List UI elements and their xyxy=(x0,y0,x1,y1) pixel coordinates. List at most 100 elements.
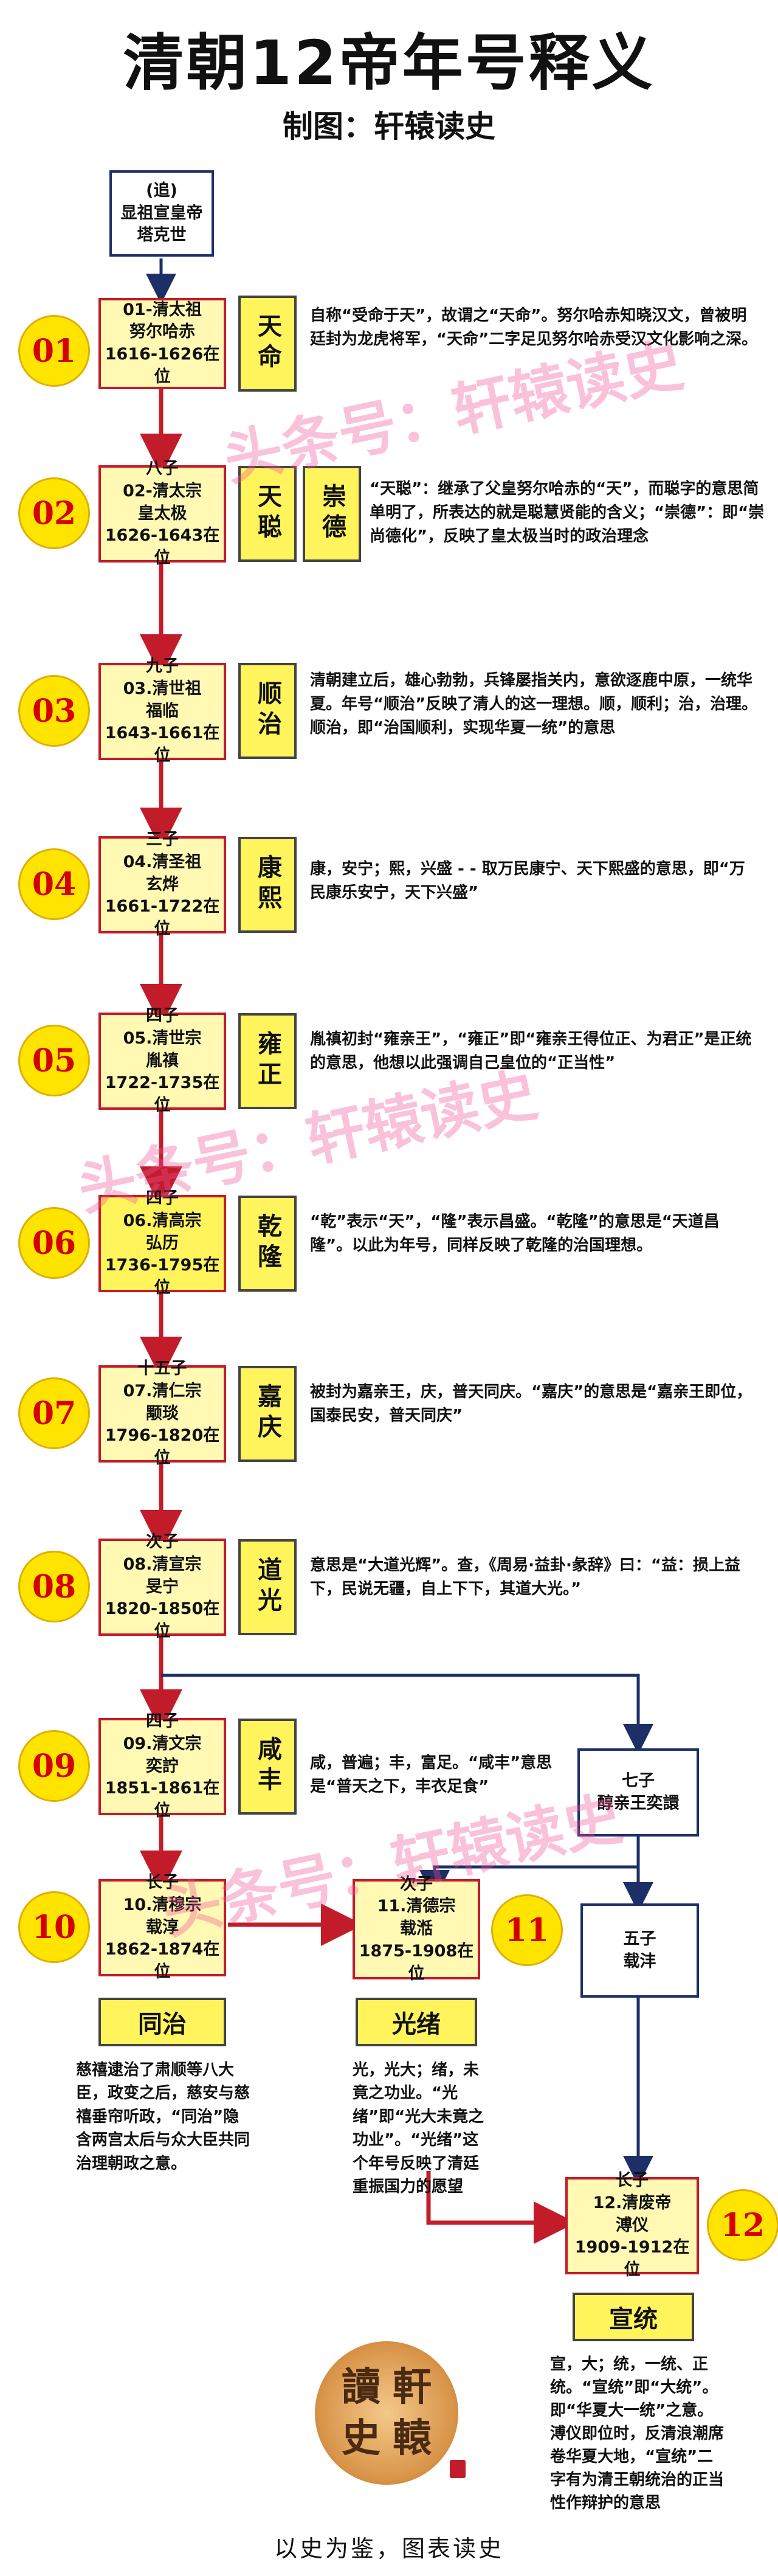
emperor-02-line: 1626-1643在位 xyxy=(105,526,220,568)
emperor-box-05: 四子 05.清世宗 胤禛 1722-1735在位 xyxy=(98,1006,226,1115)
badge-02: 02 xyxy=(18,477,90,549)
era-desc-03: 清朝建立后，雄心勃勃，兵锋屡指关内，意欲逐鹿中原，一统华夏。年号“顺治”反映了清… xyxy=(310,671,758,737)
emperor-01-line: 努尔哈赤 xyxy=(129,322,195,342)
emperor-04-line: 三子 xyxy=(146,830,179,850)
era-name-05: 雍正 xyxy=(238,1013,297,1109)
emperor-11-line: 1875-1908在位 xyxy=(359,1941,474,1983)
era-name-02b: 崇德 xyxy=(303,466,361,562)
era-name-03: 顺治 xyxy=(238,663,297,759)
emperor-05-line: 四子 xyxy=(146,1006,179,1026)
ancestor-line2: 显祖宣皇帝 xyxy=(120,203,203,223)
emperor-10-line: 载淳 xyxy=(146,1917,179,1937)
seal-char: 轅 xyxy=(393,2415,432,2461)
emperor-03-line: 福临 xyxy=(146,701,179,721)
era-desc-04: 康，安宁；熙，兴盛 - - 取万民康宁、天下熙盛的意思，即“万民康乐安宁，天下兴… xyxy=(310,860,745,902)
emperor-03-line: 03.清世祖 xyxy=(123,679,202,698)
prince-chun-box: 七子 醇亲王奕譞 xyxy=(577,1748,699,1837)
emperor-box-08: 次子 08.清宣宗 旻宁 1820-1850在位 xyxy=(98,1532,226,1641)
emperor-02-line: 皇太极 xyxy=(137,504,187,523)
ancestor-line3: 塔克世 xyxy=(137,226,187,245)
emperor-06-line: 弘历 xyxy=(146,1233,179,1253)
emperor-12-line: 12.清废帝 xyxy=(593,2193,672,2212)
link-08-prince-chun xyxy=(161,1674,653,1754)
badge-09: 09 xyxy=(18,1730,90,1802)
emperor-box-07: 十五子 07.清仁宗 颙琰 1796-1820在位 xyxy=(98,1359,226,1467)
era-name-07: 嘉庆 xyxy=(238,1366,297,1462)
badge-07: 07 xyxy=(18,1377,90,1449)
emperor-08-line: 1820-1850在位 xyxy=(105,1599,220,1641)
emperor-03-line: 1643-1661在位 xyxy=(105,724,220,766)
emperor-05-line: 1722-1735在位 xyxy=(105,1073,220,1115)
era-desc-12: 宣，大；统，一统、正统。“宣统”即“大统”。即“华夏大一统”之意。溥仪即位时，反… xyxy=(550,2355,725,2512)
emperor-12-line: 1909-1912在位 xyxy=(574,2238,690,2280)
emperor-09-line: 四子 xyxy=(146,1712,179,1731)
emperor-09-line: 1851-1861在位 xyxy=(105,1779,220,1821)
ancestor-box: (追) 显祖宣皇帝 塔克世 xyxy=(109,170,214,257)
emperor-10-line: 长子 xyxy=(146,1873,179,1892)
emperor-06-line: 四子 xyxy=(146,1189,179,1208)
emperor-box-01: 01-清太祖 努尔哈赤 1616-1626在位 xyxy=(98,298,226,389)
era-desc-06: “乾”表示“天”，“隆”表示昌盛。“乾隆”的意思是“天道昌隆”。以此为年号，同样… xyxy=(310,1213,720,1255)
era-desc-09: 咸，普遍；丰，富足。“咸丰”意思是“普天之下，丰衣足食” xyxy=(310,1754,553,1796)
emperor-box-06: 四子 06.清高宗 弘历 1736-1795在位 xyxy=(98,1189,226,1297)
era-name-01: 天命 xyxy=(238,296,297,392)
zaifeng-line: 五子 xyxy=(623,1929,656,1948)
emperor-07-line: 十五子 xyxy=(137,1359,187,1379)
emperor-05-line: 胤禛 xyxy=(146,1051,179,1070)
emperor-09-line: 09.清文宗 xyxy=(123,1734,202,1753)
badge-12: 12 xyxy=(707,2189,778,2261)
emperor-05-line: 05.清世宗 xyxy=(123,1028,202,1048)
emperor-11-line: 11.清德宗 xyxy=(377,1897,456,1916)
emperor-box-10: 长子 10.清穆宗 载淳 1862-1874在位 xyxy=(98,1873,226,1981)
era-name-10: 同治 xyxy=(98,1998,226,2046)
emperor-07-line: 07.清仁宗 xyxy=(123,1381,202,1401)
emperor-02-line: 02-清太宗 xyxy=(123,481,202,500)
seal-char: 史 xyxy=(342,2415,380,2461)
era-name-11: 光绪 xyxy=(356,1998,477,2046)
emperor-08-line: 旻宁 xyxy=(146,1577,179,1596)
era-desc-08: 意思是“大道光辉”。查，《周易·益卦·彖辞》曰：“益：损上益下，民说无疆，自上下… xyxy=(310,1556,741,1598)
prince-chun-line: 醇亲王奕譞 xyxy=(597,1793,680,1813)
emperor-box-11: 次子 11.清德宗 载湉 1875-1908在位 xyxy=(353,1875,480,1983)
era-name-12: 宣统 xyxy=(573,2293,694,2341)
emperor-10-line: 1862-1874在位 xyxy=(105,1940,220,1982)
era-desc-01: 自称“受命于天”，故谓之“天命”。努尔哈赤知晓汉文，曾被明廷封为龙虎将军，“天命… xyxy=(310,306,758,348)
emperor-01-line: 01-清太祖 xyxy=(123,300,202,319)
link-11-12 xyxy=(426,2171,576,2244)
zaifeng-line: 载沣 xyxy=(623,1951,656,1971)
badge-08: 08 xyxy=(18,1551,90,1622)
emperor-07-line: 颙琰 xyxy=(146,1404,179,1423)
emperor-06-line: 06.清高宗 xyxy=(123,1211,202,1230)
emperor-08-line: 08.清宣宗 xyxy=(123,1554,202,1574)
badge-04: 04 xyxy=(18,848,90,920)
emperor-box-03: 九子 03.清世祖 福临 1643-1661在位 xyxy=(98,657,226,765)
era-desc-02: “天聪”：继承了父皇努尔哈赤的“天”，而聪字的意思简单明了，所表达的就是聪慧贤能… xyxy=(370,480,765,545)
emperor-08-line: 次子 xyxy=(146,1532,179,1552)
era-name-06: 乾隆 xyxy=(238,1196,297,1292)
seal-logo: 讀 軒 史 轅 xyxy=(315,2341,458,2485)
era-name-02a: 天聪 xyxy=(238,466,297,562)
emperor-04-line: 04.清圣祖 xyxy=(123,852,202,871)
emperor-04-line: 1661-1722在位 xyxy=(105,897,220,939)
emperor-box-12: 长子 12.清废帝 溥仪 1909-1912在位 xyxy=(565,2171,699,2279)
era-name-09: 咸丰 xyxy=(238,1719,297,1815)
ancestor-line1: (追) xyxy=(146,181,177,200)
page-subtitle: 制图：轩辕读史 xyxy=(283,109,495,144)
emperor-03-line: 九子 xyxy=(146,657,179,676)
emperor-box-04: 三子 04.清圣祖 玄烨 1661-1722在位 xyxy=(98,830,226,938)
emperor-02-line: 八子 xyxy=(146,459,179,479)
emperor-box-09: 四子 09.清文宗 奕詝 1851-1861在位 xyxy=(98,1712,226,1820)
page-title: 清朝12帝年号释义 xyxy=(123,27,655,99)
zaifeng-box: 五子 载沣 xyxy=(580,1903,699,1998)
emperor-11-line: 次子 xyxy=(400,1874,433,1894)
badge-06: 06 xyxy=(18,1207,90,1279)
badge-01: 01 xyxy=(18,315,90,387)
emperor-box-02: 八子 02-清太宗 皇太极 1626-1643在位 xyxy=(98,459,226,567)
emperor-06-line: 1736-1795在位 xyxy=(105,1256,220,1298)
emperor-12-line: 溥仪 xyxy=(616,2215,649,2235)
emperor-09-line: 奕詝 xyxy=(146,1756,179,1776)
badge-03: 03 xyxy=(18,675,90,747)
motto: 以史为鉴，图表读史 xyxy=(274,2535,504,2562)
emperor-04-line: 玄烨 xyxy=(146,874,179,894)
